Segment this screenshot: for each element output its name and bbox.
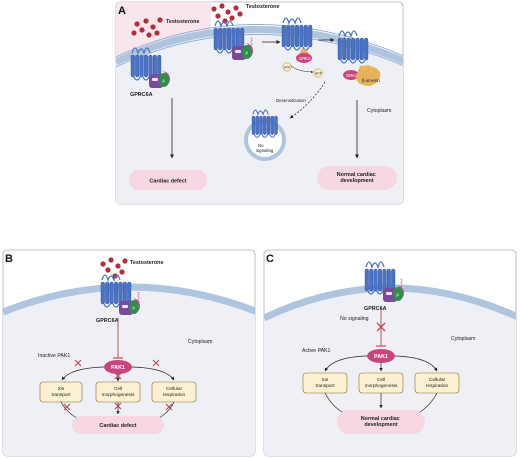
atp-icon xyxy=(282,62,292,72)
panel-c-letter: C xyxy=(266,253,274,265)
gprc6a-label-c: GPRC6A xyxy=(364,306,387,312)
pak1-label-b: PAK1 xyxy=(111,365,125,371)
outcome-right: Normal cardiac development xyxy=(337,172,377,184)
testosterone-molecules-right xyxy=(211,3,243,24)
panel-a: A Testosterone Testosterone GPRC6A xyxy=(115,1,404,205)
inhibit-marks-b-top xyxy=(74,359,160,380)
phosphate-dots xyxy=(362,64,374,70)
grk2-icon-1 xyxy=(296,53,312,63)
outcome-pill-c xyxy=(337,410,425,434)
desensitization-label: Desensitization xyxy=(276,98,306,103)
cell-body-b xyxy=(3,287,255,456)
cytoplasm-label-c: Cytoplasm xyxy=(451,336,476,342)
grk2-icon-2 xyxy=(343,70,359,80)
panel-b-letter: B xyxy=(5,253,13,265)
testosterone-molecules-b xyxy=(100,257,128,279)
outcome-b: Cardiac defect xyxy=(99,423,136,429)
pak1-label-c: PAK1 xyxy=(374,354,388,360)
arrow-desensitization xyxy=(289,81,326,119)
grk2-label-1: GRK2 xyxy=(299,56,311,61)
inhibit-marks-b-bottom xyxy=(63,402,173,411)
outcome-pill-right xyxy=(317,166,397,190)
blocked-signal-x xyxy=(376,322,386,332)
grk2-label-2: GRK2 xyxy=(346,73,358,78)
panel-c: C GPRC6A No signaling Cytoplasm Active P… xyxy=(263,249,517,457)
outcome-c: Normal cardiac development xyxy=(361,416,401,428)
atp-label: ATP xyxy=(284,66,291,70)
testosterone-label-right: Testosterone xyxy=(246,4,279,10)
outcome-pill-b xyxy=(72,416,164,434)
adp-icon xyxy=(313,68,323,78)
outcome-pill-left xyxy=(129,170,207,190)
no-signaling-label-c: No signaling xyxy=(340,316,369,322)
testosterone-molecules-left xyxy=(131,17,163,38)
outcome-left: Cardiac defect xyxy=(149,179,186,185)
panel-b: B Testosterone GPRC6A Cytoplasm Inactive… xyxy=(2,249,256,457)
gprc6a-label-a: GPRC6A xyxy=(130,92,153,98)
gprc6a-label-b: GPRC6A xyxy=(96,318,119,324)
cytoplasm-label-b: Cytoplasm xyxy=(188,339,213,345)
pak1-state-c: Active PAK1 xyxy=(302,348,331,354)
beta-arrestin-icon xyxy=(356,65,381,86)
pak1-icon-b xyxy=(104,360,132,374)
cell-membrane xyxy=(116,25,403,72)
cytoplasm-label-a: Cytoplasm xyxy=(367,108,392,114)
testosterone-label-b: Testosterone xyxy=(130,260,163,266)
adp-label: ADP xyxy=(315,72,323,76)
beta-arrestin-label: β-arrestin xyxy=(362,78,380,83)
testosterone-label-left: Testosterone xyxy=(166,19,199,25)
pak1-icon-c xyxy=(367,349,395,363)
no-signaling-label-a: No signaling xyxy=(256,143,274,153)
panel-a-letter: A xyxy=(118,5,126,17)
pak1-state-b: Inactive PAK1 xyxy=(38,353,70,359)
